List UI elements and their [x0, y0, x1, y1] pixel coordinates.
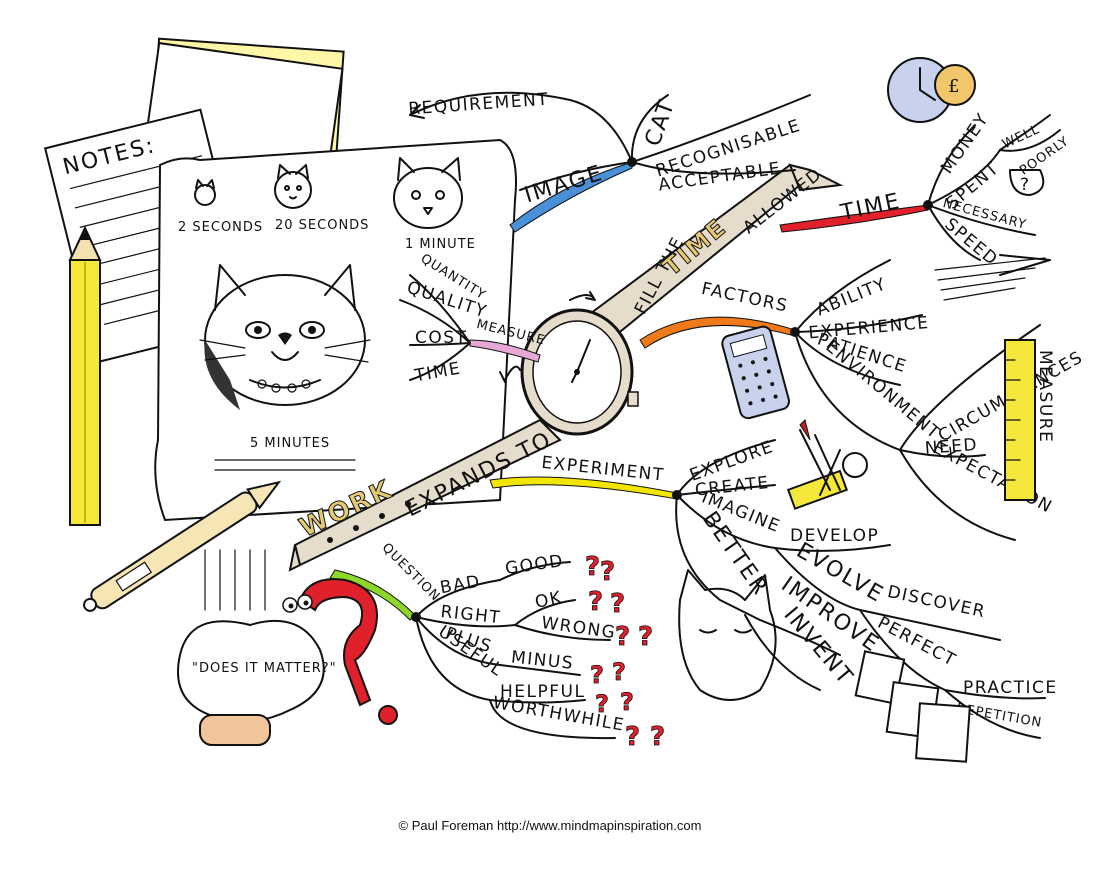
ok-label: OK: [533, 588, 564, 613]
discover-label: DISCOVER: [886, 582, 988, 622]
image-branch: [509, 161, 633, 233]
cat-5-minutes-icon: [199, 264, 371, 410]
pen-icon: [83, 480, 282, 612]
svg-text:?: ?: [588, 587, 603, 617]
cat-20-seconds-icon: [274, 164, 312, 209]
cost-label: COST: [415, 328, 467, 348]
practice-label: PRACTICE: [963, 678, 1058, 698]
svg-text:?: ?: [650, 722, 665, 752]
minus-label: MINUS: [510, 647, 575, 673]
cat-branch-label: CAT: [641, 96, 681, 150]
measure-branch: [469, 339, 541, 363]
svg-text:?: ?: [610, 589, 625, 619]
coin-icon: £: [934, 64, 976, 106]
ruler-icon: [1004, 339, 1036, 501]
svg-text:?: ?: [595, 690, 609, 718]
requirement-label: REQUIREMENT: [408, 90, 550, 120]
calculator-icon: [721, 325, 790, 420]
cat-label-5-minutes: 5 MINUTES: [250, 436, 330, 451]
question-mark-character-icon: [282, 578, 398, 725]
does-it-matter-label: "DOES IT MATTER?": [192, 661, 337, 676]
question-mark-icons: ?? ?? ?? ?? ?? ??: [585, 552, 666, 753]
cat-2-seconds-icon: [194, 179, 216, 206]
pencil-icon: [68, 225, 102, 526]
cat-label-20-seconds: 20 SECONDS: [275, 218, 369, 233]
watch-icon: [288, 163, 844, 572]
svg-text:?: ?: [600, 557, 615, 587]
decor-lines: [204, 549, 266, 611]
expectation-label: EXPECTATION: [929, 438, 1055, 518]
develop-label: DEVELOP: [790, 526, 879, 546]
poorly-question-label: ?: [1020, 175, 1031, 195]
measure-vertical-label: MEASURE: [1035, 350, 1055, 443]
well-label: WELL: [1000, 122, 1042, 152]
svg-text:£: £: [948, 76, 959, 97]
svg-text:?: ?: [638, 622, 653, 652]
svg-text:?: ?: [585, 552, 600, 582]
cat-1-minute-icon: [393, 157, 463, 229]
need-label: NEED: [924, 435, 979, 459]
svg-text:?: ?: [590, 661, 604, 689]
factors-label: FACTORS: [700, 279, 791, 317]
helpful-label: HELPFUL: [500, 682, 585, 702]
svg-text:?: ?: [615, 622, 630, 652]
cat-label-2-seconds: 2 SECONDS: [178, 220, 263, 235]
copyright-footer: © Paul Foreman http://www.mindmapinspira…: [398, 818, 702, 833]
good-label: GOOD: [504, 551, 565, 579]
cat-cards-icon: [854, 650, 971, 763]
bad-label: BAD: [439, 572, 483, 599]
paintbrush-icon: [786, 419, 868, 510]
notes-stack: NOTES: 2: [43, 37, 517, 522]
cat-label-1-minute: 1 MINUTE: [405, 237, 476, 252]
svg-text:?: ?: [620, 688, 634, 716]
svg-text:?: ?: [612, 658, 626, 686]
svg-text:?: ?: [625, 722, 640, 752]
speed-lines-icon: [934, 254, 1051, 301]
speech-bubble: [177, 619, 325, 746]
sleeping-cat-icon: [678, 569, 777, 701]
